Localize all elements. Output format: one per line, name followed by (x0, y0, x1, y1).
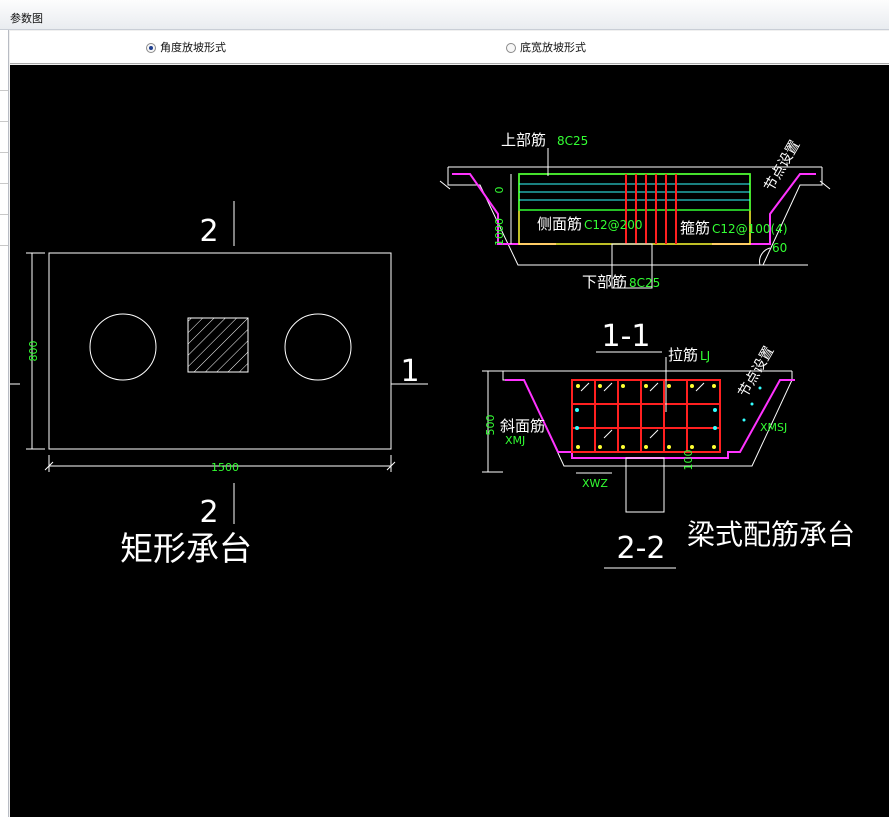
radio-width-slope[interactable]: 底宽放坡形式 (506, 41, 586, 55)
cad-drawing: 1500 800 2 2 1 矩形承台 (10, 131, 855, 569)
top-bar-label: 上部筋 (501, 131, 546, 149)
stirrups (625, 174, 677, 244)
pile-stub (611, 243, 653, 289)
side-rebar-dots (575, 386, 762, 430)
cap-rebar-cage (571, 379, 721, 453)
radio-angle-slope-label: 角度放坡形式 (160, 41, 226, 54)
dim-height-text: 800 (27, 341, 40, 362)
strip-divider (0, 214, 8, 215)
section-mark-1: 1 (400, 354, 419, 389)
pile-left (89, 313, 157, 381)
pile-stub (625, 457, 665, 513)
node-setting-label: 节点设置 (736, 344, 778, 400)
dim-zero-text: 0 (493, 187, 506, 194)
excavation-outline (447, 167, 808, 266)
excavation-outline-right (762, 167, 823, 266)
dim-tick (386, 461, 396, 471)
side-bar-value: C12@200 (584, 218, 643, 232)
bottom-bar-value: 8C25 (629, 276, 660, 290)
rebar-dots (576, 384, 716, 449)
slope-bar-label: 斜面筋 (500, 417, 545, 435)
radio-width-slope-label: 底宽放坡形式 (520, 41, 586, 54)
radio-unchecked-icon (506, 43, 516, 53)
slope-option-bar: 角度放坡形式 底宽放坡形式 (10, 31, 889, 64)
strip-divider (0, 183, 8, 184)
angle-text: 60 (772, 241, 787, 255)
rebar-grid (572, 380, 720, 452)
section-mark-2-top: 2 (199, 214, 218, 249)
column-hatch (187, 317, 249, 373)
beam-cap-caption: 梁式配筋承台 (687, 518, 855, 551)
strip-divider (0, 121, 8, 122)
dim-100-text: 100 (682, 450, 695, 471)
xmsj-text: XMSJ (760, 421, 787, 434)
dim-1000-text: 1000 (493, 218, 506, 246)
node-setting-label: 节点设置 (762, 138, 804, 194)
angle-arc (759, 247, 771, 266)
title-bar: 参数图 (0, 0, 889, 30)
hatch-mark (819, 180, 831, 190)
bottom-bar-label: 下部筋 (582, 273, 627, 291)
radio-angle-slope[interactable]: 角度放坡形式 (146, 41, 226, 55)
section-2-2-title: 2-2 (617, 531, 666, 566)
window-title: 参数图 (10, 12, 43, 25)
section-1-1-title: 1-1 (602, 319, 651, 354)
strip-divider (0, 90, 8, 91)
xwz-text: XWZ (582, 477, 608, 490)
radio-checked-icon (146, 43, 156, 53)
hatch-mark (439, 180, 451, 190)
section-1-1: 0 1000 上部筋 8C25 侧面筋 C12@200 箍筋 C12@100(4… (439, 131, 831, 354)
stirrup-label: 箍筋 (680, 219, 710, 237)
plan-caption: 矩形承台 (120, 529, 252, 568)
plan-view: 1500 800 2 2 1 矩形承台 (10, 201, 428, 568)
slope-bar-value: XMJ (505, 434, 525, 447)
parameter-drawing-canvas: 1500 800 2 2 1 矩形承台 (10, 65, 889, 817)
cap-outline (48, 252, 392, 450)
side-bar-label: 侧面筋 (537, 215, 582, 233)
slope-rebar-left (452, 173, 556, 245)
pile-right (284, 313, 352, 381)
dim-500-text: 500 (484, 415, 497, 436)
strip-divider (0, 245, 8, 246)
tie-marks (580, 382, 705, 439)
dim-tick (44, 461, 54, 471)
dim-width-text: 1500 (211, 461, 239, 474)
left-panel-strip (0, 30, 9, 817)
tie-label: 拉筋 (668, 346, 698, 364)
stirrup-value: C12@100(4) (712, 222, 788, 236)
tie-value: LJ (700, 349, 710, 363)
top-bar-value: 8C25 (557, 134, 588, 148)
section-mark-2-bottom: 2 (199, 495, 218, 530)
strip-divider (0, 152, 8, 153)
